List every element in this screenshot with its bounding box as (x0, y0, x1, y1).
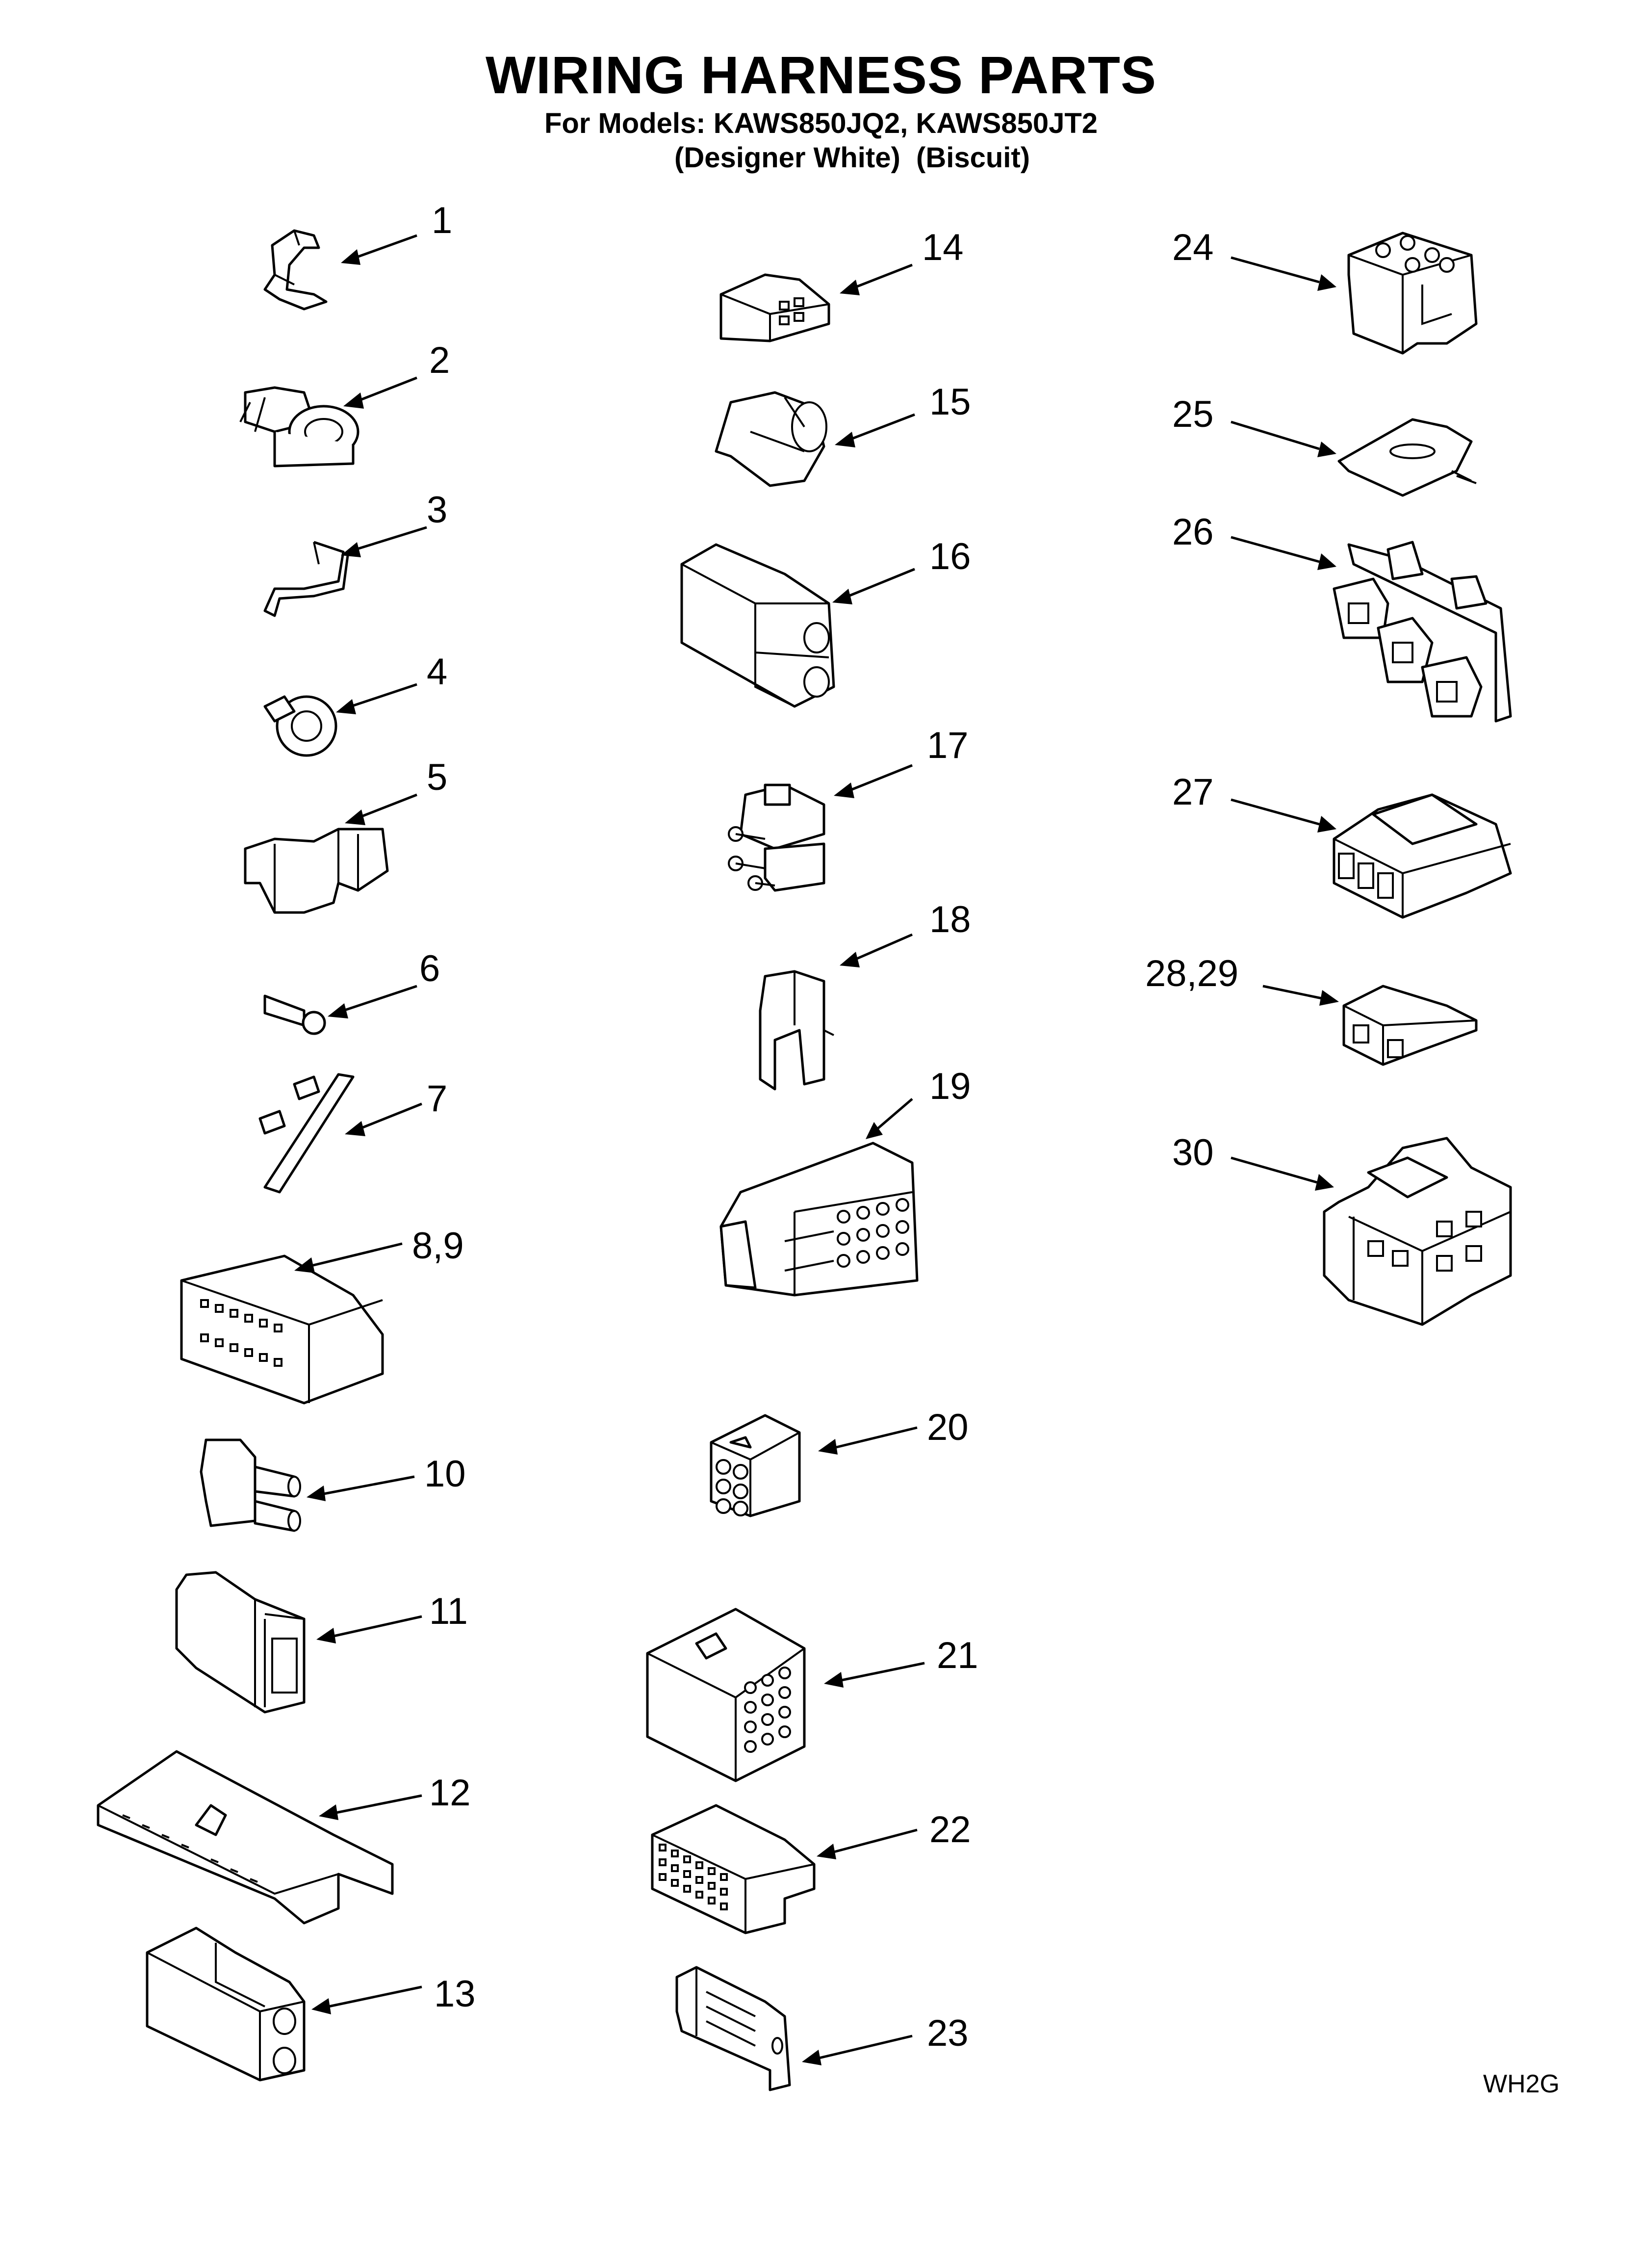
callout-13-label: 13 (434, 1973, 476, 2015)
part-30-socket-connector (1323, 1137, 1512, 1326)
callout-30: 30 (1172, 1132, 1334, 1191)
part-20-6-pin-connector (710, 1414, 801, 1517)
callout-25-label: 25 (1172, 393, 1214, 435)
callout-4: 4 (336, 651, 447, 714)
callout-12: 12 (319, 1772, 471, 1820)
part-27-three-way-connector (1333, 793, 1512, 919)
part-11-housing (175, 1571, 306, 1714)
part-7-bracket (258, 1073, 355, 1194)
callout-6-label: 6 (419, 948, 440, 990)
callout-21-label: 21 (937, 1635, 978, 1676)
callout-10-label: 10 (424, 1453, 466, 1495)
callout-2: 2 (343, 339, 450, 409)
callout-19-label: 19 (929, 1066, 971, 1107)
diagram-code: WH2G (1483, 2070, 1560, 2098)
callout-21: 21 (824, 1635, 978, 1688)
callout-25: 25 (1172, 393, 1336, 457)
callout-10: 10 (307, 1453, 466, 1501)
part-21-12-pin-block (646, 1608, 806, 1782)
callout-18: 18 (840, 899, 971, 967)
part-13-terminal-housing (146, 1927, 306, 2082)
callout-5: 5 (345, 756, 447, 825)
callout-14-label: 14 (922, 227, 964, 268)
callout-1-label: 1 (432, 200, 452, 241)
models-line: For Models: KAWS850JQ2, KAWS850JT2 (544, 107, 1098, 139)
callout-28-29-label: 28,29 (1145, 953, 1238, 994)
callout-18-label: 18 (929, 899, 971, 940)
part-1-wire-clip (263, 229, 328, 311)
part-24-relay-block (1347, 232, 1478, 355)
part-6-push-pin (263, 994, 326, 1035)
part-5-mounting-clamp (244, 828, 389, 914)
callout-20: 20 (818, 1407, 969, 1455)
callout-15-label: 15 (929, 381, 971, 423)
callout-23-label: 23 (927, 2012, 969, 2054)
callout-13: 13 (311, 1973, 476, 2015)
callout-23: 23 (802, 2012, 969, 2065)
callout-1: 1 (341, 200, 452, 265)
part-14-small-connector (719, 273, 830, 342)
part-18-latch (759, 970, 834, 1091)
callout-28-29: 28,29 (1145, 953, 1339, 1006)
callout-22: 22 (817, 1809, 971, 1859)
callout-3-label: 3 (427, 489, 447, 531)
callout-5-label: 5 (427, 756, 447, 798)
part-2-cable-clamp (239, 386, 359, 468)
part-8-9-multipin-connector (180, 1254, 384, 1405)
callout-17: 17 (834, 725, 969, 798)
part-23-edge-connector (675, 1966, 791, 2091)
part-10-two-pin-connector (200, 1438, 301, 1532)
callout-11: 11 (316, 1590, 468, 1643)
callout-30-label: 30 (1172, 1132, 1214, 1173)
callout-8-9-label: 8,9 (412, 1225, 464, 1267)
part-12-terminal-strip (97, 1750, 394, 1925)
callout-22-label: 22 (929, 1809, 971, 1851)
callout-6: 6 (328, 948, 440, 1018)
part-25-plate (1337, 418, 1477, 497)
callout-7-label: 7 (427, 1078, 447, 1120)
part-15-sleeve (715, 391, 827, 487)
callout-3: 3 (341, 489, 447, 557)
callout-14: 14 (840, 227, 964, 295)
callout-16-label: 16 (929, 536, 971, 577)
part-26-socket-block (1333, 541, 1512, 723)
callout-4-label: 4 (427, 651, 447, 693)
part-17-pin-block (728, 783, 825, 892)
callout-7: 7 (345, 1078, 447, 1136)
callout-12-label: 12 (429, 1772, 471, 1814)
part-28-29-connector (1342, 985, 1478, 1066)
callout-26-label: 26 (1172, 511, 1214, 553)
callout-20-label: 20 (927, 1407, 969, 1448)
callout-24: 24 (1172, 227, 1336, 291)
callout-24-label: 24 (1172, 227, 1214, 268)
callout-17-label: 17 (927, 725, 969, 766)
part-19-12-pin-connector (719, 1142, 919, 1297)
callout-19: 19 (866, 1066, 971, 1139)
part-22-multi-pin-block (651, 1804, 816, 1934)
part-3-spring-clip (263, 541, 350, 617)
callout-15: 15 (835, 381, 971, 447)
callout-11-label: 11 (429, 1590, 468, 1632)
callout-16: 16 (832, 536, 971, 604)
page-title: WIRING HARNESS PARTS (485, 45, 1157, 104)
color-variants-line: (Designer White) (Biscuit) (674, 142, 1030, 174)
callout-27-label: 27 (1172, 771, 1214, 813)
callout-27: 27 (1172, 771, 1336, 833)
part-16-housing (680, 543, 835, 708)
callout-8-9: 8,9 (294, 1225, 464, 1273)
callout-26: 26 (1172, 511, 1336, 570)
part-4-ring (263, 695, 337, 757)
callout-2-label: 2 (429, 339, 450, 381)
